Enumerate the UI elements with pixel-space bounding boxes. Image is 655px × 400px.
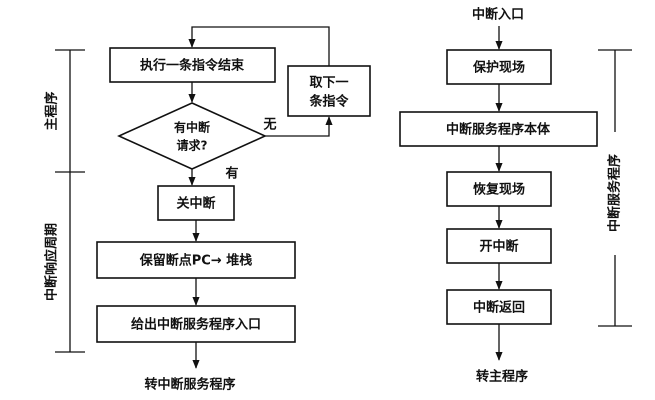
disable-interrupt-box: 关中断 [157, 185, 235, 221]
left-flow-arrows [188, 26, 333, 369]
goto-service-text: 转中断服务程序 [144, 377, 235, 393]
response-cycle-bracket: 中断响应周期 [44, 172, 85, 353]
service-body-label: 中断服务程序本体 [446, 122, 551, 138]
restore-context-box: 恢复现场 [446, 171, 552, 207]
disable-interrupt-label: 关中断 [176, 196, 215, 212]
response-cycle-label: 中断响应周期 [44, 223, 60, 301]
protect-context-box: 保护现场 [446, 49, 552, 85]
enable-interrupt-box: 开中断 [446, 228, 552, 264]
service-entry-box: 给出中断服务程序入口 [96, 305, 296, 343]
main-program-label: 主程序 [44, 91, 60, 130]
yes-branch-label: 有 [225, 166, 238, 182]
protect-context-label: 保护现场 [472, 60, 525, 76]
no-branch-label: 无 [262, 118, 276, 133]
service-body-box: 中断服务程序本体 [399, 111, 598, 147]
fetch-next-line2: 条指令 [309, 94, 349, 110]
save-breakpoint-box: 保留断点PC→ 堆栈 [96, 241, 296, 279]
service-program-bracket: 中断服务程序 [598, 49, 632, 327]
fetch-next-line1: 取下一 [309, 76, 348, 91]
goto-main-text: 转主程序 [476, 369, 528, 385]
enable-interrupt-label: 开中断 [479, 239, 518, 255]
decision-line1: 有中断 [174, 120, 210, 135]
restore-context-label: 恢复现场 [473, 182, 525, 198]
execute-instruction-box: 执行一条指令结束 [109, 47, 276, 83]
service-entry-label: 给出中断服务程序入口 [131, 317, 261, 333]
interrupt-return-box: 中断返回 [446, 289, 552, 325]
interrupt-entry-text: 中断入口 [472, 7, 524, 23]
interrupt-return-label: 中断返回 [473, 300, 525, 316]
decision-line2: 请求? [177, 138, 208, 153]
save-breakpoint-label: 保留断点PC→ 堆栈 [139, 253, 253, 269]
fetch-next-box: 取下一 条指令 [287, 65, 371, 117]
main-program-bracket: 主程序 [44, 49, 85, 173]
interrupt-request-decision: 有中断 请求? [117, 102, 267, 170]
service-program-label: 中断服务程序 [607, 154, 623, 232]
execute-instruction-label: 执行一条指令结束 [140, 58, 245, 74]
